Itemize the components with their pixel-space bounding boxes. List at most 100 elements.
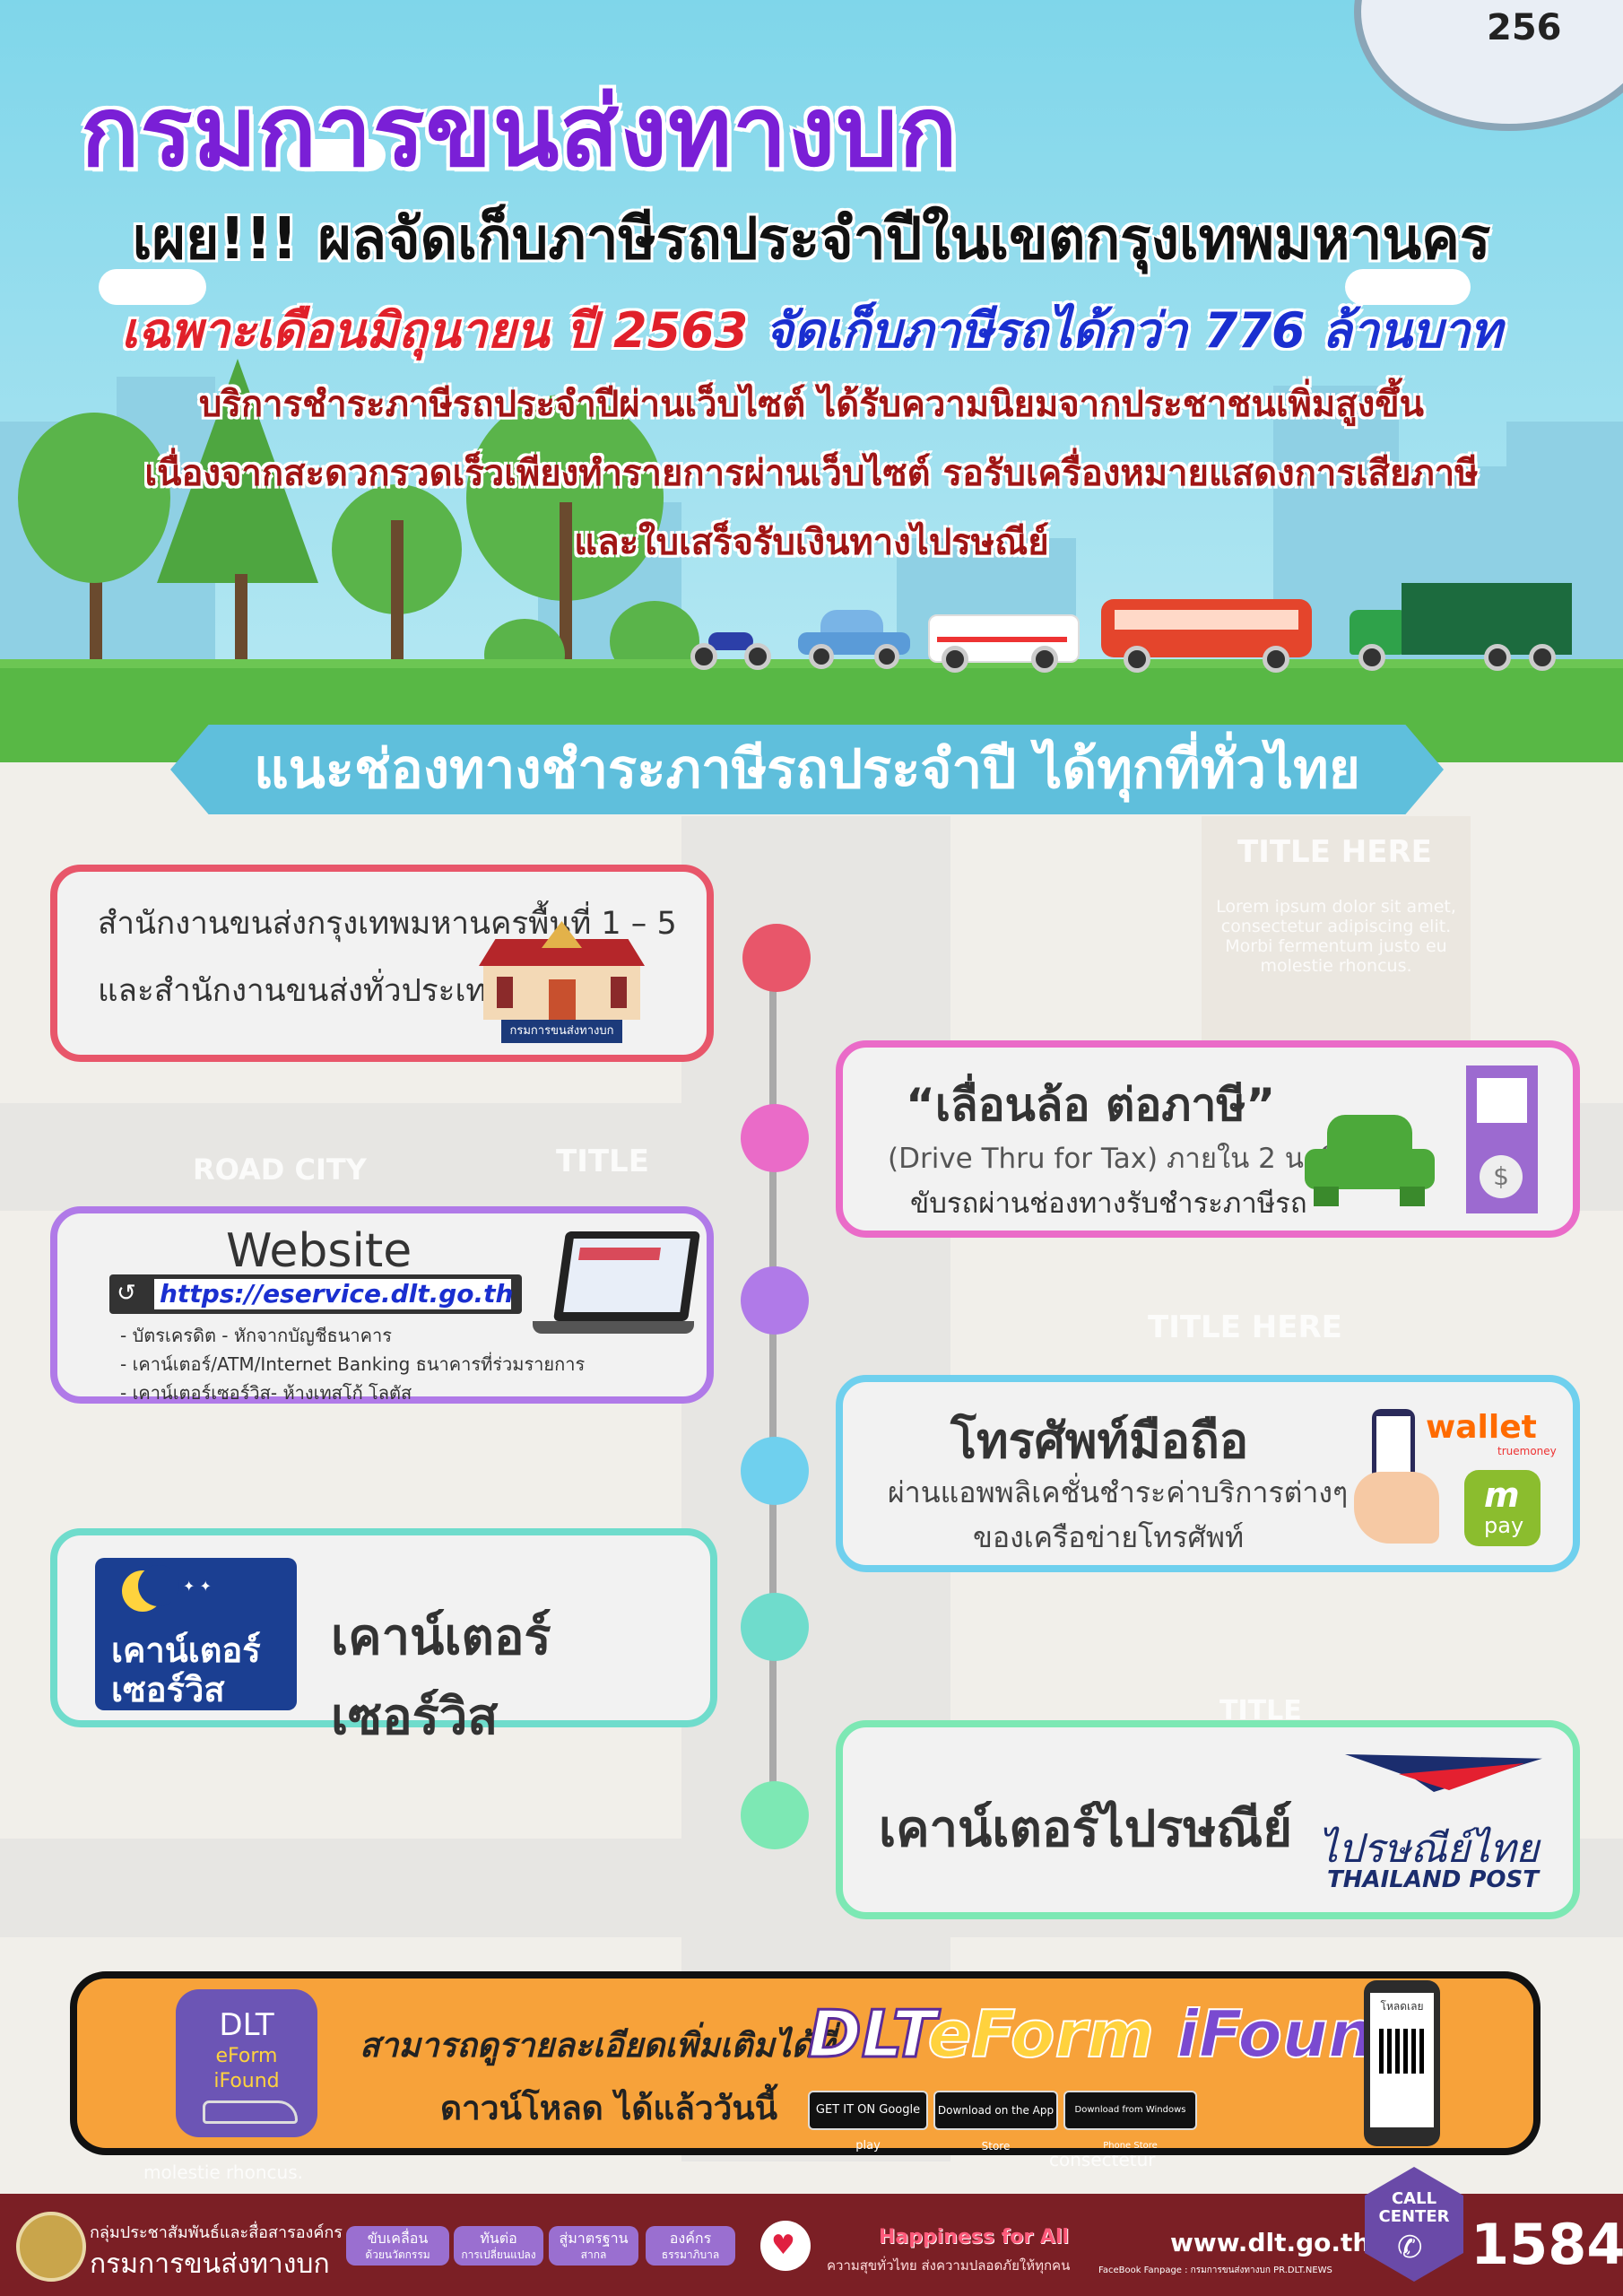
brand-dlt: DLT [807,1996,930,2074]
counter-service-label: เคาน์เตอร์เซอร์วิส [331,1608,551,1746]
description-line: เนื่องจากสะดวกรวดเร็วเพียงทำรายการผ่านเว… [144,453,1479,494]
pine-tree-icon [157,359,318,583]
timeline-spine [769,933,777,1839]
wallet-sub: truemoney [1497,1445,1557,1457]
phone-caption: โหลดเลย [1380,2000,1424,2013]
website-bullet: - บัตรเครดิต - หักจากบัญชีธนาคาร [120,1325,392,1346]
call-center-label: CALL CENTER [1378,2189,1450,2226]
headline: เผย!!! ผลจัดเก็บภาษีรถประจำปีในเขตกรุงเท… [132,206,1491,273]
value-pill: ขับเคลื่อนด้วยนวัตกรรม [346,2226,449,2266]
car-icon [798,610,910,669]
ghost-lorem: Lorem ipsum dolor sit amet, consectetur … [1216,897,1456,976]
download-banner: DLT eForm iFound สามารถดูรายละเอียดเพิ่ม… [70,1971,1541,2155]
heart-logo-icon: ♥ [760,2221,811,2271]
value-pill: องค์กรธรรมาภิบาล [646,2226,735,2266]
ghost-road-city: ROAD CITY [193,1152,367,1187]
website-bullet: - เคาน์เตอร์เซอร์วิส- ห้างเทสโก้ โลตัส [120,1382,412,1404]
subheadline: เฉพาะเดือนมิถุนายน ปี 2563 จัดเก็บภาษีรถ… [0,291,1623,369]
drive-thru-line1: (Drive Thru for Tax) ภายใน 2 นาที [888,1143,1338,1175]
timeline-node [741,1266,809,1335]
smartphone-icon [1354,1409,1439,1544]
footer: กลุ่มประชาสัมพันธ์และสื่อสารองค์กร กรมกา… [0,2167,1623,2296]
hotline-number[interactable]: 1584 [1471,2212,1623,2277]
windows-store-button[interactable]: Download from Windows Phone Store [1063,2091,1197,2151]
dlt-seal-icon [16,2212,86,2282]
timeline-node [741,1781,809,1849]
happiness-title: Happiness for All [879,2226,1070,2248]
car-icon [1305,1115,1435,1206]
channel-card-mobile: โทรศัพท์มือถือ ผ่านแอพพลิเคชั่นชำระค่าบร… [836,1375,1580,1572]
channel-card-post: เคาน์เตอร์ไปรษณีย์ ไปรษณีย์ไทย THAILAND … [836,1720,1580,1919]
url-bar[interactable]: ↺ https://eservice.dlt.go.th [109,1274,522,1314]
counter-service-logo: ✦ ✦ เคาน์เตอร์ เซอร์วิส [95,1558,297,1710]
logo-line1: เคาน์เตอร์ [111,1631,261,1670]
hero-section: 256 กรมการขนส [0,0,1623,762]
refresh-icon: ↺ [117,1280,136,1307]
drive-thru-title: “เลื่อนล้อ ต่อภาษี” [906,1079,1276,1131]
happiness-sub: ความสุขทั่วไทย ส่งความปลอดภัยให้ทุกคน [827,2257,1071,2274]
tax-booth-icon: $ [1439,1065,1542,1213]
ghost-lorem: molestie rhoncus. [143,2161,303,2183]
description-line: และใบเสร็จรับเงินทางไปรษณีย์ [574,522,1049,563]
car-outline-icon [203,2100,298,2124]
drive-thru-line2: ขับรถผ่านช่องทางรับชำระภาษีรถ [910,1187,1307,1220]
phone-icon: ✆ [1397,2230,1423,2266]
channel-card-drive-thru: “เลื่อนล้อ ต่อภาษี” (Drive Thru for Tax)… [836,1040,1580,1238]
laptop-icon [533,1231,703,1348]
mobile-line2: ของเครือข่ายโทรศัพท์ [973,1520,1245,1554]
section-ribbon: แนะช่องทางชำระภาษีรถประจำปี ได้ทุกที่ทั่… [170,725,1444,814]
qr-code-icon [1379,2029,1424,2074]
star-icon: ✦ ✦ [183,1578,212,1595]
tree-trunk [235,574,247,673]
phone-qr-icon: โหลดเลย [1364,1980,1440,2146]
website-title: Website [226,1224,412,1278]
footer-org-line2: กรมการขนส่งทางบก [90,2248,330,2280]
channel-card-counter-service: ✦ ✦ เคาน์เตอร์ เซอร์วิส เคาน์เตอร์เซอร์ว… [50,1528,717,1746]
ghost-title: TITLE HERE [1148,1309,1342,1345]
mobile-line1: ผ่านแอพพลิเคชั่นชำระค่าบริการต่างๆ [888,1475,1349,1509]
wallet-label: wallet [1426,1409,1537,1446]
banner-text2: ดาวน์โหลด ได้แล้ววันนี้ [440,2089,778,2127]
mpay-logo: m pay [1464,1470,1541,1546]
bus-icon [1101,599,1312,675]
dlt-app-icon[interactable]: DLT eForm iFound [176,1989,317,2137]
tree-icon [18,413,170,583]
tree-trunk [560,502,572,673]
post-label: เคาน์เตอร์ไปรษณีย์ [879,1800,1293,1858]
timeline-node [741,1437,809,1505]
subheadline-month: เฉพาะเดือนมิถุนายน ปี 2563 [121,302,749,359]
description-line: บริการชำระภาษีรถประจำปีผ่านเว็บไซต์ ได้ร… [199,384,1424,425]
mpay-label: pay [1484,1513,1524,1538]
ghost-title: TITLE [556,1144,649,1179]
google-play-button[interactable]: GET IT ON Google play [808,2091,928,2152]
website-url[interactable]: https://eservice.dlt.go.th [154,1279,514,1309]
cloud [99,269,206,305]
corner-sticker-icon: 256 [1354,0,1623,131]
website-bullet: - เคาน์เตอร์/ATM/Internet Banking ธนาคาร… [120,1353,586,1375]
mobile-title: โทรศัพท์มือถือ [950,1413,1249,1469]
timeline-node [741,1104,809,1172]
corner-badge: 256 [1487,7,1562,48]
footer-facebook: FaceBook Fanpage : กรมการขนส่งทางบก PR.D… [1098,2266,1332,2275]
channel-card-website: Website ↺ https://eservice.dlt.go.th - บ… [50,1206,714,1404]
thailand-post-logo: ไปรษณีย์ไทย THAILAND POST [1318,1754,1542,1907]
brand-wordmark: DLTeForm iFound [807,1996,1421,2074]
channel-card-office: สำนักงานขนส่งกรุงเทพมหานครพื้นที่ 1 – 5 … [50,865,714,1062]
post-logo-en: THAILAND POST [1327,1866,1539,1893]
government-building-icon: กรมการขนส่งทางบก [479,921,645,1047]
page-title: กรมการขนส่งทางบก [81,76,959,188]
logo-line2: เซอร์วิส [111,1670,225,1709]
value-pill: ทันต่อการเปลี่ยนแปลง [454,2226,543,2266]
app-store-button[interactable]: Download on the App Store [933,2091,1058,2152]
timeline-node [741,1593,809,1661]
banner-text1: สามารถดูรายละเอียดเพิ่มเติมได้ที่ [360,2026,835,2065]
subheadline-amount: จัดเก็บภาษีรถได้กว่า 776 ล้านบาท [765,302,1502,359]
coin-icon: $ [1480,1155,1523,1198]
cloud [287,139,386,171]
building-sign: กรมการขนส่งทางบก [501,1020,622,1043]
motorcycle-icon [690,623,771,670]
ribbon-text: แนะช่องทางชำระภาษีรถประจำปี ได้ทุกที่ทั่… [254,738,1360,801]
footer-website-link[interactable]: www.dlt.go.th [1170,2228,1371,2257]
footer-org-line1: กลุ่มประชาสัมพันธ์และสื่อสารองค์กร [90,2223,343,2242]
cloud [1345,269,1471,305]
